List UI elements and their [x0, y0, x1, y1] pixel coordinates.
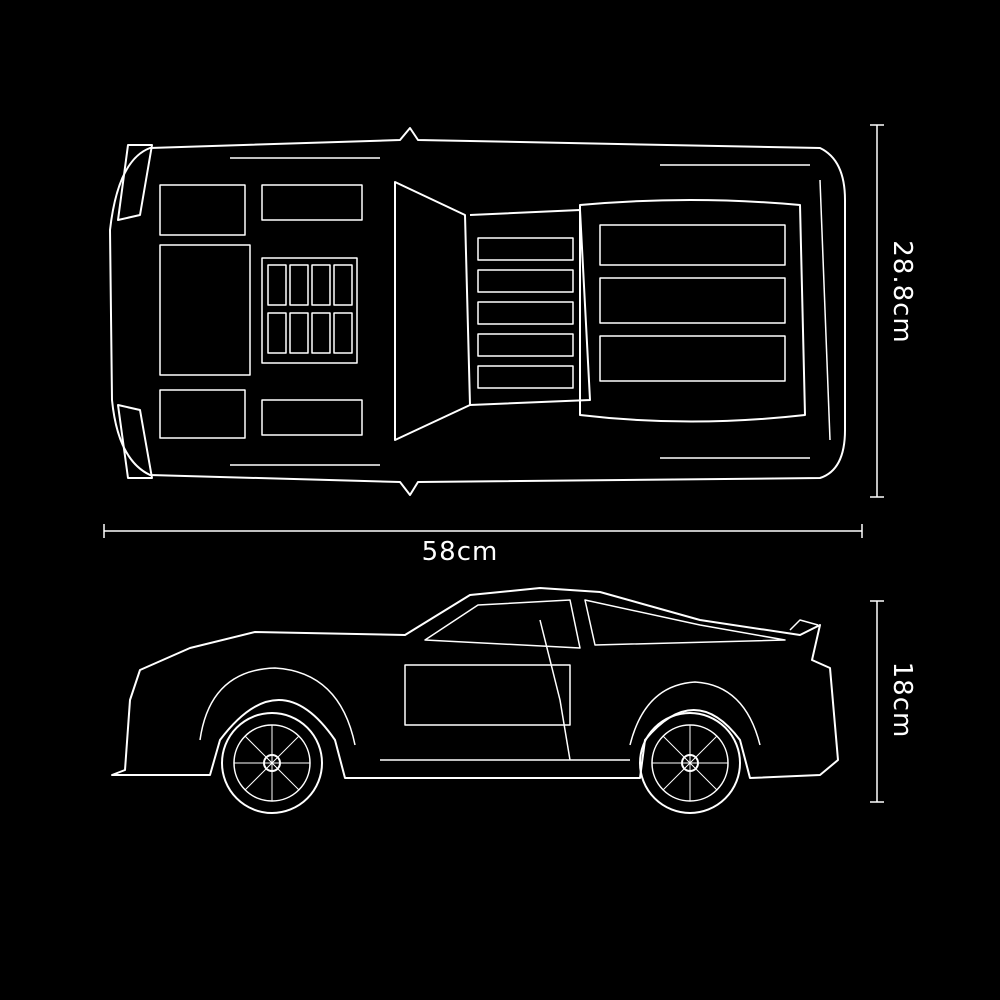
height-dimension-line [870, 600, 884, 803]
car-side-view [111, 587, 839, 779]
length-label: 58cm [421, 537, 499, 567]
width-label: 28.8cm [887, 240, 917, 344]
width-dimension-line [870, 124, 884, 498]
rear-wheel [639, 712, 741, 814]
length-dimension-line [103, 524, 863, 538]
front-wheel [221, 712, 323, 814]
car-top-view [109, 127, 846, 496]
height-label: 18cm [887, 661, 917, 739]
